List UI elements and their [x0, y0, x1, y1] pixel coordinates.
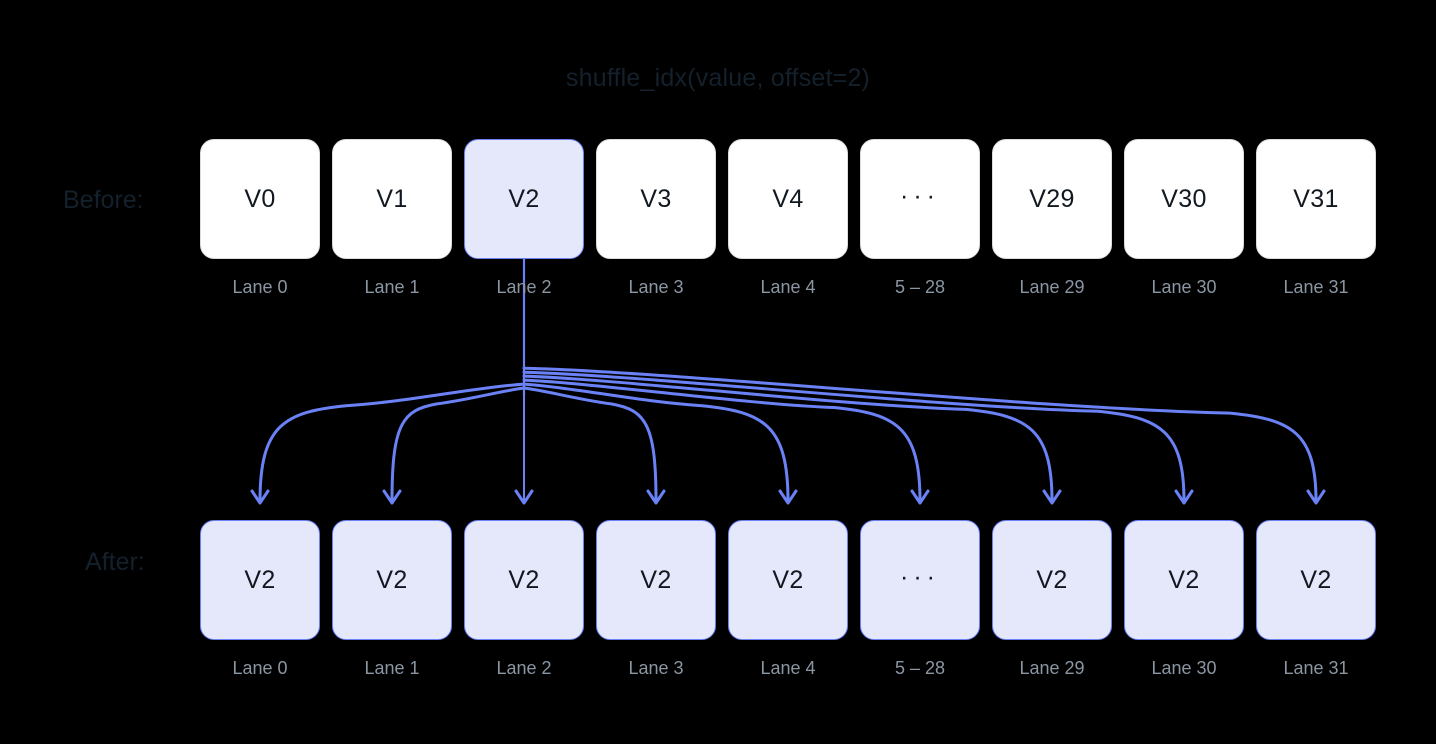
- arrow-head-icon: [1306, 489, 1326, 505]
- ellipsis-icon: ···: [900, 181, 940, 210]
- lane-label: 5 – 28: [894, 277, 946, 297]
- shuffle-arrow: [522, 366, 1318, 503]
- lane-label: Lane 3: [628, 658, 684, 678]
- arrow-head-icon: [514, 489, 534, 505]
- arrow-head-icon: [382, 489, 402, 505]
- shuffle-arrow: [390, 386, 526, 503]
- lane-value: V2: [508, 565, 540, 594]
- lane-value: V2: [376, 565, 408, 594]
- lane-label: Lane 30: [1151, 658, 1217, 678]
- shuffle-arrow: [522, 386, 658, 503]
- shuffle-arrow: [258, 382, 526, 503]
- lane-label: Lane 1: [364, 277, 420, 297]
- arrow-head-icon: [250, 489, 270, 505]
- shuffle-arrow: [522, 378, 922, 503]
- arrow-head-icon: [778, 489, 798, 505]
- lane-value: V3: [640, 184, 672, 213]
- lane-box[interactable]: V31: [1256, 139, 1376, 259]
- lane-label: Lane 4: [760, 277, 816, 297]
- lane-label: Lane 31: [1283, 277, 1349, 297]
- arrow-head-icon: [1042, 489, 1062, 505]
- lane-box-ellipsis[interactable]: ···: [860, 520, 980, 640]
- after-row-label: After:: [85, 548, 145, 576]
- lane-box[interactable]: V2: [464, 139, 584, 259]
- lane-box[interactable]: V2: [200, 520, 320, 640]
- lane-box[interactable]: V4: [728, 139, 848, 259]
- lane-box[interactable]: V30: [1124, 139, 1244, 259]
- lane-label: Lane 29: [1019, 658, 1085, 678]
- shuffle-arrow: [522, 382, 790, 503]
- lane-value: V2: [508, 184, 540, 213]
- diagram-title: shuffle_idx(value, offset=2): [565, 64, 871, 92]
- lane-label: Lane 30: [1151, 277, 1217, 297]
- lane-label: Lane 3: [628, 277, 684, 297]
- lane-label: Lane 31: [1283, 658, 1349, 678]
- arrow-head-icon: [646, 489, 666, 505]
- lane-value: V2: [244, 565, 276, 594]
- lane-value: V2: [1300, 565, 1332, 594]
- lane-box[interactable]: V0: [200, 139, 320, 259]
- lane-value: V0: [244, 184, 276, 213]
- lane-box[interactable]: V3: [596, 139, 716, 259]
- before-row-label: Before:: [63, 186, 144, 214]
- lane-value: V2: [640, 565, 672, 594]
- lane-value: V2: [1036, 565, 1068, 594]
- lane-box[interactable]: V2: [728, 520, 848, 640]
- lane-label: Lane 2: [496, 277, 552, 297]
- lane-value: V31: [1293, 184, 1339, 213]
- lane-box[interactable]: V29: [992, 139, 1112, 259]
- lane-label: Lane 2: [496, 658, 552, 678]
- lane-box[interactable]: V1: [332, 139, 452, 259]
- ellipsis-icon: ···: [900, 562, 940, 591]
- lane-box[interactable]: V2: [1256, 520, 1376, 640]
- lane-value: V29: [1029, 184, 1075, 213]
- lane-box[interactable]: V2: [464, 520, 584, 640]
- lane-cell: ··· 5 – 28: [860, 139, 980, 298]
- lane-label: Lane 0: [232, 658, 288, 678]
- lane-label: Lane 1: [364, 658, 420, 678]
- arrow-head-icon: [910, 489, 930, 505]
- lane-value: V4: [772, 184, 804, 213]
- lane-value: V2: [772, 565, 804, 594]
- lane-box[interactable]: V2: [596, 520, 716, 640]
- lane-box[interactable]: V2: [1124, 520, 1244, 640]
- lane-box[interactable]: V2: [992, 520, 1112, 640]
- lane-box[interactable]: V2: [332, 520, 452, 640]
- lane-label: Lane 29: [1019, 277, 1085, 297]
- shuffle-arrow: [522, 370, 1186, 503]
- lane-label: 5 – 28: [894, 658, 946, 678]
- lane-value: V2: [1168, 565, 1200, 594]
- lane-value: V30: [1161, 184, 1207, 213]
- lane-value: V1: [376, 184, 408, 213]
- arrow-head-icon: [1174, 489, 1194, 505]
- lane-label: Lane 4: [760, 658, 816, 678]
- shuffle-arrow: [522, 374, 1054, 503]
- lane-box-ellipsis[interactable]: ···: [860, 139, 980, 259]
- lane-cell: ··· 5 – 28: [860, 520, 980, 679]
- lane-label: Lane 0: [232, 277, 288, 297]
